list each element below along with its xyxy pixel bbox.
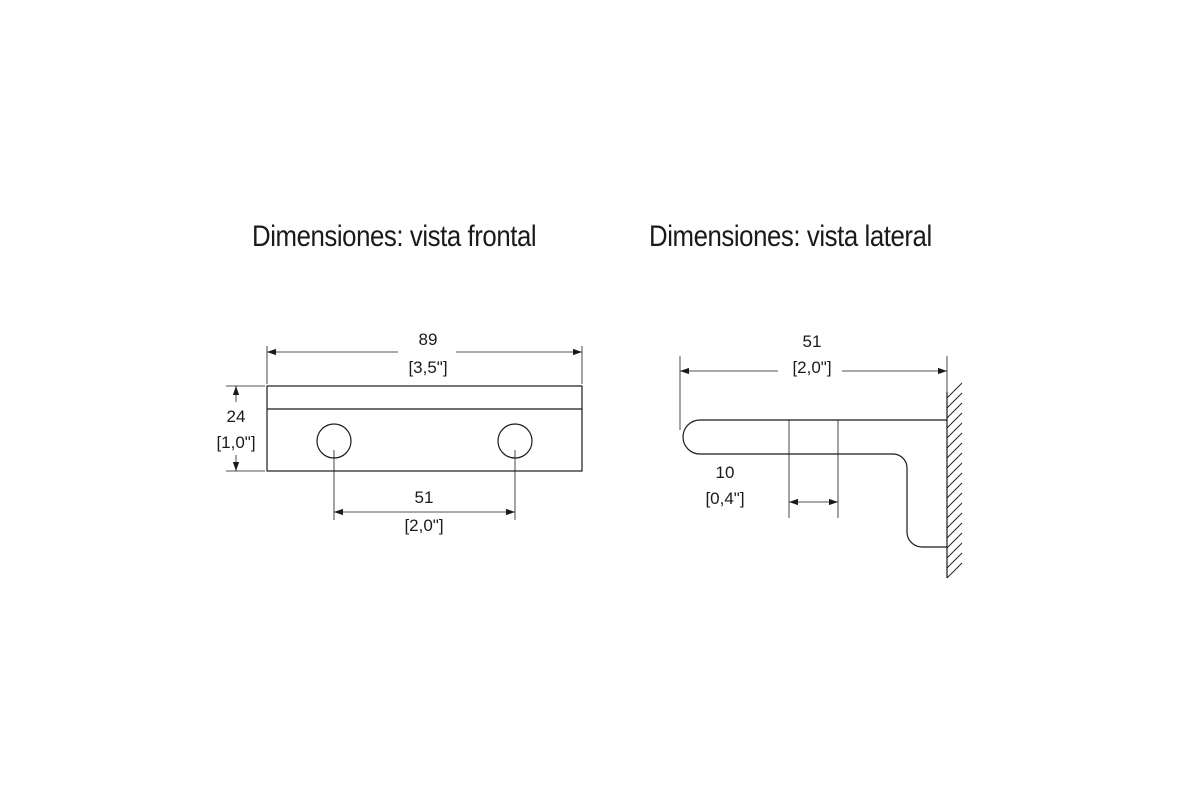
front-view-title: Dimensiones: vista frontal — [252, 220, 537, 253]
height-label-mm: 24 — [227, 407, 246, 426]
side-view — [679, 356, 963, 579]
width-label-mm: 89 — [419, 330, 438, 349]
width-label-background — [398, 324, 456, 380]
thickness-label-in: [0,4"] — [705, 489, 744, 508]
side-view-profile — [682, 419, 947, 548]
hole-spacing-label-in: [2,0"] — [404, 516, 443, 535]
side-view-title: Dimensiones: vista lateral — [649, 220, 932, 253]
front-view-body — [266, 385, 583, 472]
width-label-in: [3,5"] — [408, 358, 447, 377]
hole-spacing-label-mm: 51 — [415, 488, 434, 507]
depth-label-mm: 51 — [803, 332, 822, 351]
height-label-in: [1,0"] — [216, 433, 255, 452]
wall-hatching — [946, 382, 963, 579]
thickness-label-mm: 10 — [716, 463, 735, 482]
depth-label-in: [2,0"] — [792, 358, 831, 377]
hole-spacing-label-background — [394, 514, 456, 538]
depth-label-background — [778, 326, 842, 382]
